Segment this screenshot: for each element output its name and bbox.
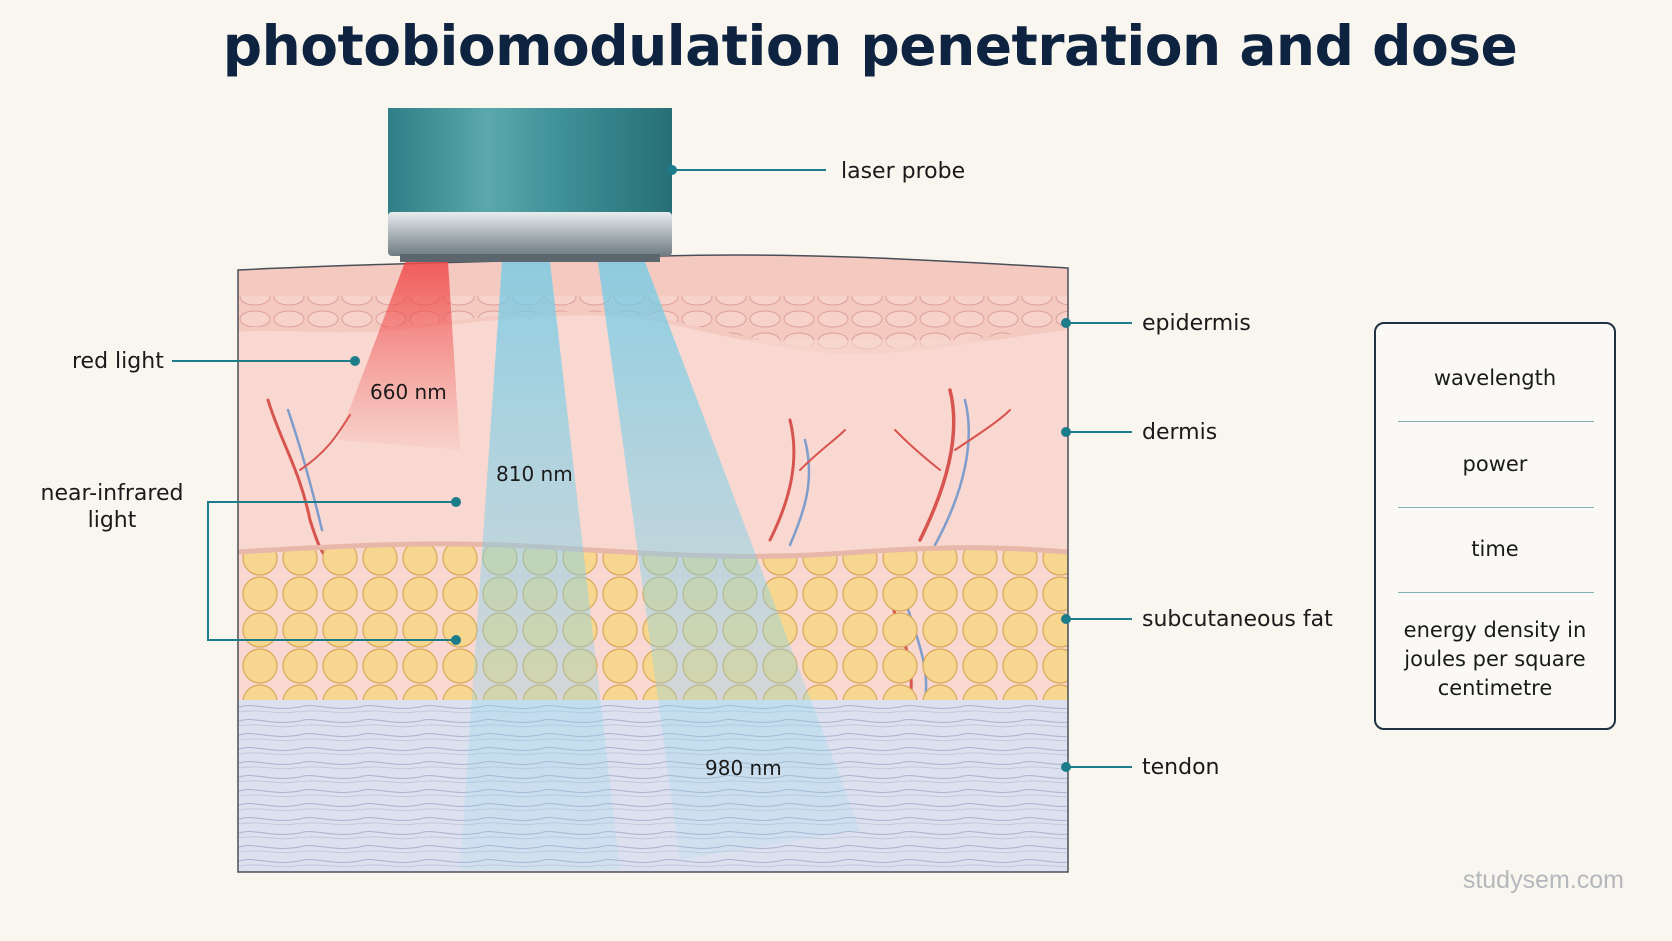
watermark: studysem.com (1462, 866, 1624, 894)
factor-time: time (1471, 537, 1519, 561)
label-near-infrared-light: near-infrared light (40, 481, 184, 533)
leader-dots (350, 165, 1071, 772)
factor-wavelength: wavelength (1433, 366, 1557, 390)
label-dermis: dermis (1142, 420, 1218, 445)
label-red-light: red light (72, 349, 164, 374)
label-epidermis: epidermis (1142, 311, 1251, 336)
factor-energy-density: energy density in joules per square cent… (1403, 618, 1587, 700)
dose-factors-box: wavelength power time energy density in … (1374, 322, 1616, 730)
red-beam (338, 262, 460, 450)
factor-power: power (1462, 452, 1528, 476)
leader-lines (172, 169, 1132, 768)
nir-beam-810 (460, 262, 620, 870)
factor-divider (1398, 421, 1594, 422)
label-laser-probe: laser probe (841, 159, 966, 184)
laser-probe (388, 108, 672, 262)
factor-divider (1398, 592, 1594, 593)
label-tendon: tendon (1142, 755, 1220, 780)
beam-label-660: 660 nm (370, 380, 447, 404)
beam-label-810: 810 nm (496, 462, 573, 486)
beam-label-980: 980 nm (705, 756, 782, 780)
factor-divider (1398, 507, 1594, 508)
page-title: photobiomodulation penetration and dose (222, 14, 1518, 78)
label-subcutaneous-fat: subcutaneous fat (1142, 607, 1333, 632)
nir-beam-980 (598, 262, 860, 860)
